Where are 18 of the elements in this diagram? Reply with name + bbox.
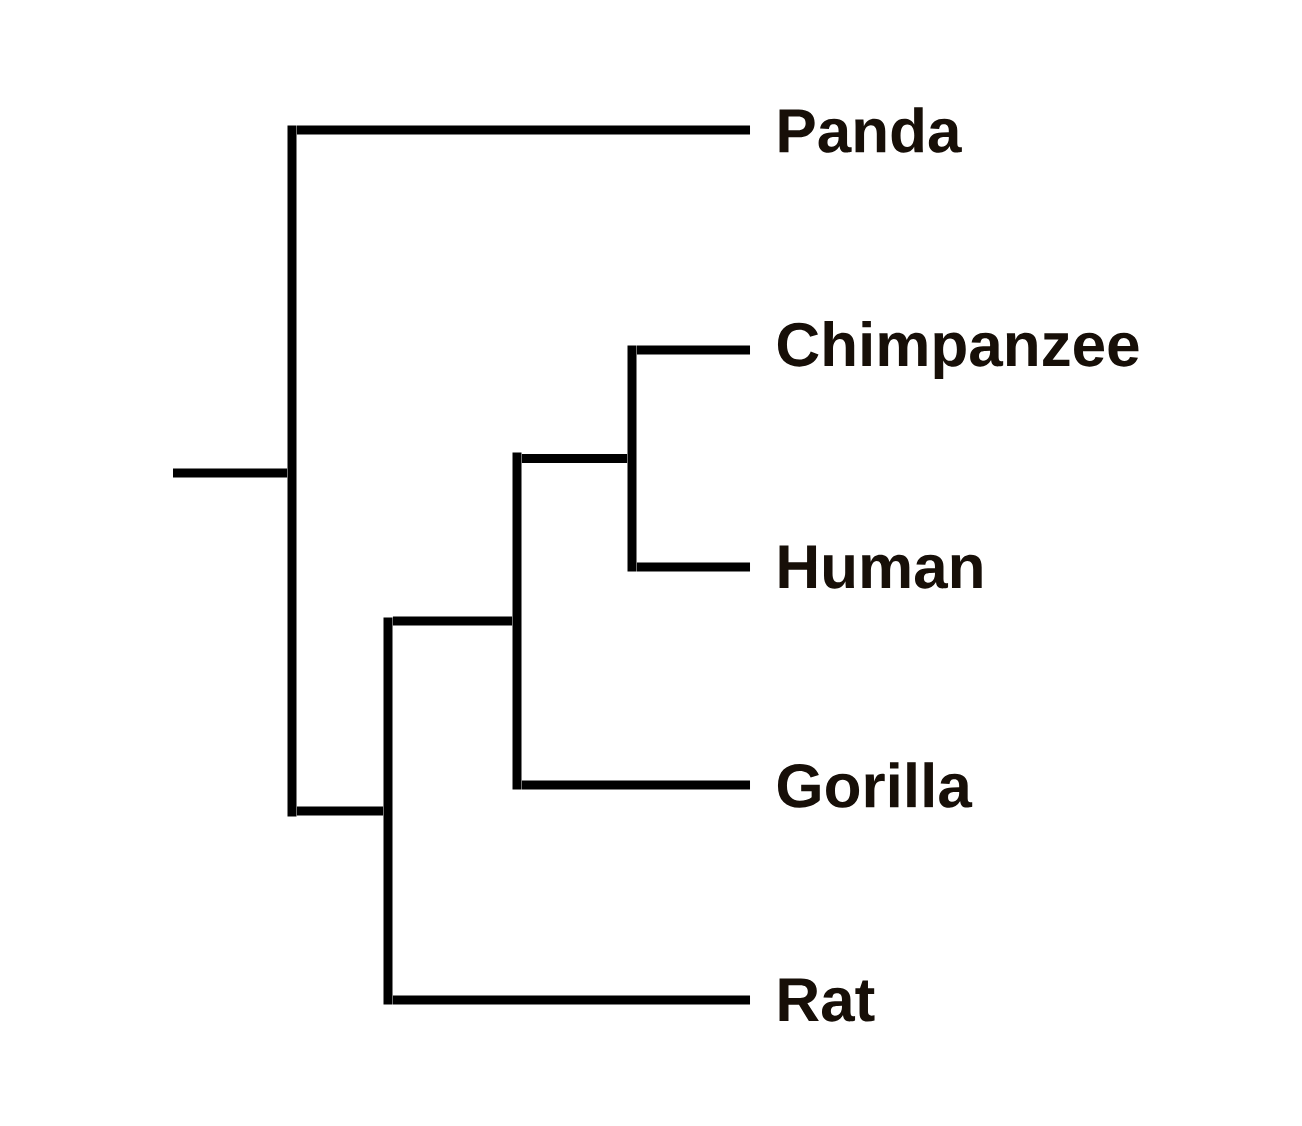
- taxon-label: Gorilla: [777, 762, 973, 808]
- branch-line: [392, 616, 513, 626]
- branch-bar: [383, 617, 393, 1005]
- branch-line: [296, 125, 750, 135]
- branch-bar: [627, 345, 637, 572]
- taxon-label: Panda: [779, 107, 962, 153]
- branch-line: [521, 780, 750, 790]
- branch-bar: [512, 452, 522, 790]
- branch-line: [636, 562, 750, 572]
- branch-line: [296, 806, 384, 816]
- taxon-label: Human: [779, 545, 982, 589]
- taxon-label: Rat: [779, 978, 875, 1022]
- branch-line: [392, 995, 750, 1005]
- branch-bar: [287, 125, 297, 817]
- branch-line: [521, 454, 628, 463]
- branch-line: [636, 345, 750, 355]
- branch-line: [173, 468, 288, 478]
- taxon-label: Chimpanzee: [777, 321, 1139, 379]
